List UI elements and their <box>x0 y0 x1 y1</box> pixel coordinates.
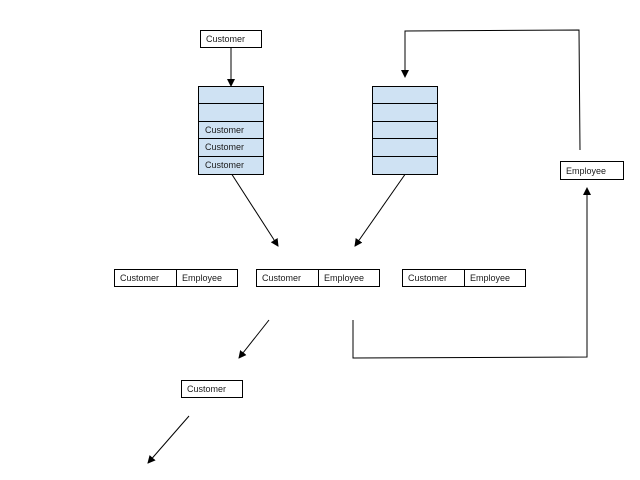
arrow-customer-exit <box>147 415 190 464</box>
right-queue-slot <box>373 139 437 157</box>
incoming-customer-node: Customer <box>200 30 262 48</box>
right-queue-slot <box>373 87 437 105</box>
server-pair-right: Customer Employee <box>402 269 526 287</box>
right-queue-slot <box>373 104 437 122</box>
server-employee-cell: Employee <box>318 270 379 286</box>
released-employee-node: Employee <box>560 161 624 180</box>
server-customer-cell: Customer <box>120 273 160 283</box>
left-queue-slot-label: Customer <box>205 124 245 135</box>
left-queue-slot <box>199 104 263 122</box>
left-queue-slot: Customer <box>199 139 263 157</box>
server-customer-cell: Customer <box>408 273 448 283</box>
arrow-employee-to-right-queue <box>401 29 581 151</box>
incoming-customer-label: Customer <box>206 34 246 44</box>
server-employee-cell: Employee <box>176 270 237 286</box>
arrow-right-queue-to-server <box>354 172 407 247</box>
right-queue-slot <box>373 157 437 174</box>
server-pair-middle: Customer Employee <box>256 269 380 287</box>
arrow-server-to-departure <box>238 319 270 359</box>
arrow-server-to-released-employee <box>352 187 591 359</box>
departing-customer-label: Customer <box>187 384 227 394</box>
server-pair-left: Customer Employee <box>114 269 238 287</box>
arrow-left-queue-to-server <box>230 172 279 247</box>
departing-customer-node: Customer <box>181 380 243 398</box>
left-queue: Customer Customer Customer <box>198 86 264 175</box>
released-employee-label: Employee <box>566 165 607 176</box>
left-queue-slot-label: Customer <box>205 160 245 171</box>
left-queue-slot: Customer <box>199 122 263 140</box>
server-employee-cell: Employee <box>464 270 525 286</box>
left-queue-slot-label: Customer <box>205 142 245 153</box>
server-customer-cell: Customer <box>262 273 302 283</box>
left-queue-slot: Customer <box>199 157 263 174</box>
right-queue-slot <box>373 122 437 140</box>
right-queue <box>372 86 438 175</box>
left-queue-slot <box>199 87 263 105</box>
